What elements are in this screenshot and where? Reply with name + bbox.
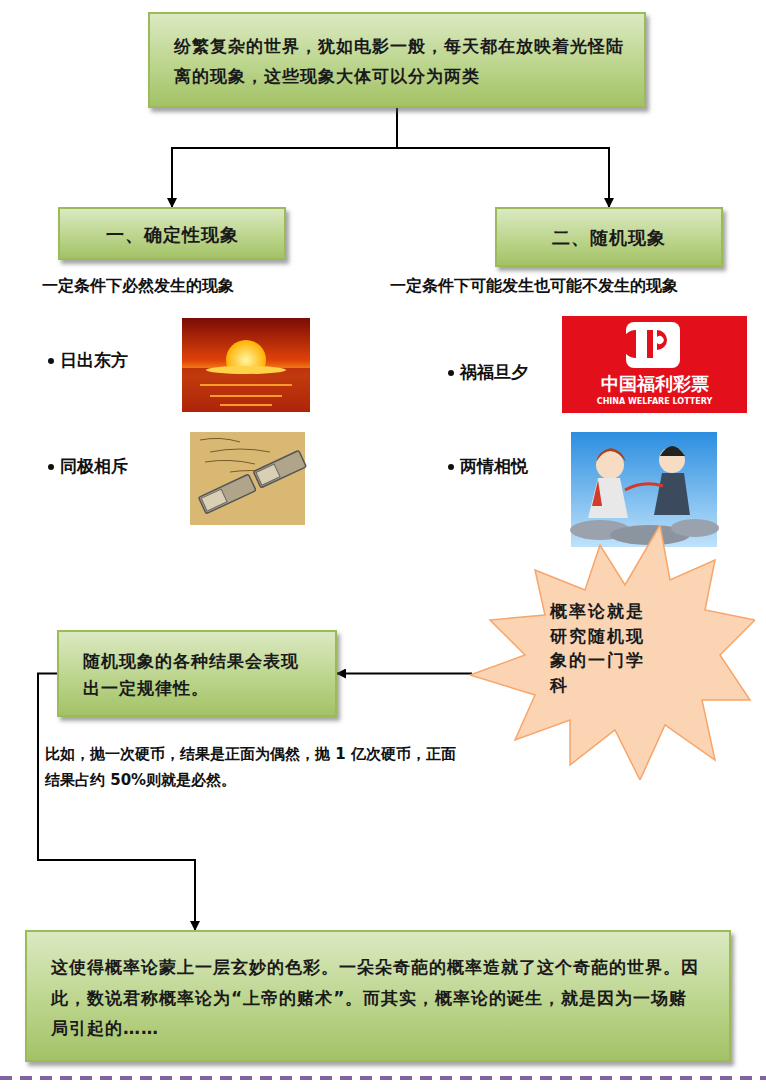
couple-picture [570, 432, 719, 547]
text-holder: 随机现象的各种结果会表现出一定规律性。 [83, 648, 315, 702]
node-text: 概率论就是研究随机现象的一门学科 [550, 599, 662, 698]
bullet-dot [448, 370, 454, 376]
sunset-picture [182, 318, 310, 412]
starburst-callout: 概率论就是研究随机现象的一门学科 [470, 525, 755, 780]
definition-note: 一定条件下可能发生也可能不发生的现象 [390, 276, 760, 297]
text-holder: 二、随机现象 [507, 225, 711, 250]
example-item: 日出东方 [60, 349, 170, 371]
node-text: 纷繁复杂的世界，犹如电影一般，每天都在放映着光怪陆离的现象，这些现象大体可以分为… [174, 32, 624, 92]
bullet-dot [48, 358, 54, 364]
lottery-picture [562, 316, 747, 413]
process-box: 这使得概率论蒙上一层玄妙的色彩。一朵朵奇葩的概率造就了这个奇葩的世界。因此，数说… [25, 930, 731, 1062]
node-text: 这使得概率论蒙上一层玄妙的色彩。一朵朵奇葩的概率造就了这个奇葩的世界。因此，数说… [51, 952, 703, 1044]
arrow-connector [172, 108, 397, 207]
node-text: 一、确定性现象 [70, 222, 274, 247]
logo-subtext: CHINA WELFARE LOTTERY [566, 397, 743, 407]
process-box: 纷繁复杂的世界，犹如电影一般，每天都在放映着光怪陆离的现象，这些现象大体可以分为… [148, 12, 646, 108]
example-item: 两情相悦 [460, 455, 560, 477]
starburst-shape [470, 525, 755, 780]
process-box: 随机现象的各种结果会表现出一定规律性。 [57, 630, 337, 717]
text-holder: 一、确定性现象 [70, 222, 274, 247]
arrow-connector [337, 673, 472, 675]
text-holder: 纷繁复杂的世界，犹如电影一般，每天都在放映着光怪陆离的现象，这些现象大体可以分为… [174, 32, 624, 92]
example-item: 祸福旦夕 [460, 361, 560, 383]
example-note: 比如，抛一次硬币，结果是正面为偶然，抛 1 亿次硬币，正面结果占约 50%则就是… [45, 742, 470, 793]
bullet-dot [48, 464, 54, 470]
process-box: 二、随机现象 [495, 207, 723, 267]
magnet-picture [190, 432, 306, 525]
logo-text: 中国福利彩票 [566, 372, 743, 395]
node-text: 二、随机现象 [507, 225, 711, 250]
dashed-rule [0, 1076, 766, 1080]
definition-note: 一定条件下必然发生的现象 [42, 276, 342, 297]
text-holder: 这使得概率论蒙上一层玄妙的色彩。一朵朵奇葩的概率造就了这个奇葩的世界。因此，数说… [51, 952, 703, 1044]
node-text: 随机现象的各种结果会表现出一定规律性。 [83, 648, 315, 702]
bullet-dot [448, 464, 454, 470]
arrow-connector [397, 108, 609, 207]
process-box: 一、确定性现象 [58, 207, 286, 260]
example-item: 同极相斥 [60, 455, 170, 477]
text-holder: 概率论就是研究随机现象的一门学科 [550, 599, 662, 698]
